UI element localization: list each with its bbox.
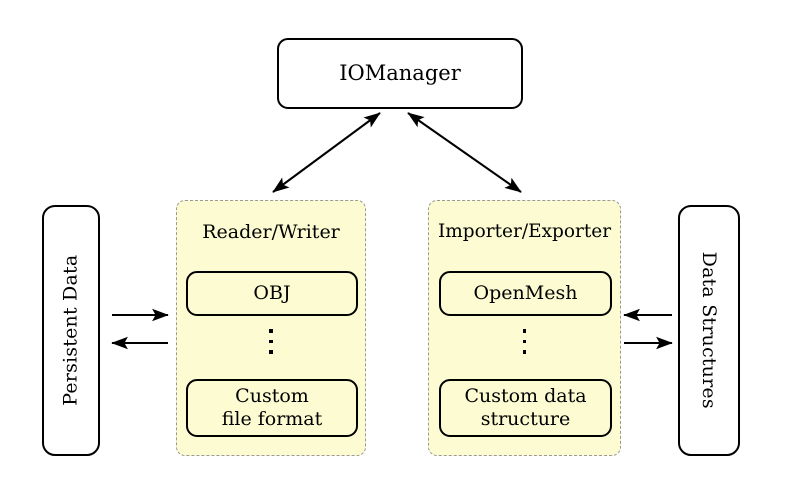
node-persistent-data-label: Persistent Data: [59, 254, 82, 407]
node-iomanager-label: IOManager: [339, 61, 461, 86]
ellipsis-importer-exporter: [429, 329, 620, 354]
leaf-custom-data-structure-line2: structure: [480, 408, 571, 430]
group-reader-writer[interactable]: Reader/Writer OBJ Custom file format: [176, 200, 366, 456]
ellipsis-reader-writer: [177, 329, 365, 354]
group-importer-exporter-title: Importer/Exporter: [437, 221, 612, 242]
node-iomanager[interactable]: IOManager: [277, 38, 523, 109]
leaf-custom-file-format-line2: file format: [221, 408, 323, 430]
leaf-obj-label: OBJ: [253, 282, 291, 305]
connector-manager-reader-writer: [272, 112, 381, 193]
node-persistent-data[interactable]: Persistent Data: [42, 205, 100, 456]
node-data-structures[interactable]: Data Structures: [678, 205, 740, 456]
leaf-custom-file-format-line1: Custom: [235, 385, 309, 408]
connector-manager-importer-exporter: [407, 112, 522, 193]
node-data-structures-label: Data Structures: [698, 251, 721, 410]
leaf-openmesh-label: OpenMesh: [473, 282, 578, 305]
group-importer-exporter[interactable]: Importer/Exporter OpenMesh Custom data s…: [428, 200, 621, 456]
leaf-openmesh[interactable]: OpenMesh: [439, 271, 612, 316]
group-reader-writer-title: Reader/Writer: [202, 221, 340, 243]
leaf-custom-file-format[interactable]: Custom file format: [186, 379, 358, 437]
leaf-custom-data-structure-line1: Custom data: [464, 385, 587, 408]
leaf-obj[interactable]: OBJ: [186, 271, 358, 316]
leaf-custom-data-structure[interactable]: Custom data structure: [439, 379, 612, 437]
